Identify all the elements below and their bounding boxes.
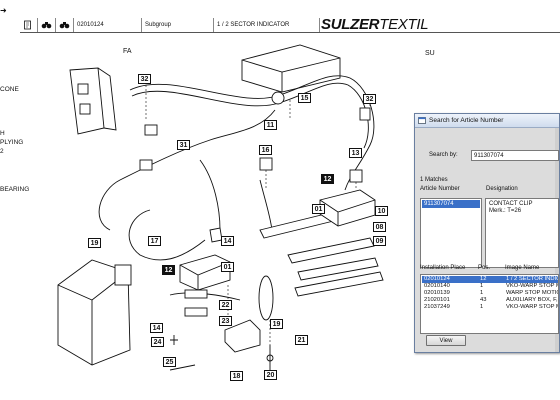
toolbar-icon-cell-2[interactable] <box>38 18 56 32</box>
article-number-list[interactable]: 911307074 <box>420 198 482 268</box>
callout-01-top[interactable]: 01 <box>312 204 325 214</box>
callout-13[interactable]: 13 <box>349 148 362 158</box>
search-by-label: Search by: <box>429 152 458 158</box>
dialog-title: Search for Article Number <box>429 117 504 124</box>
row-place: 21037249 <box>424 304 450 310</box>
region-label-fa: FA <box>123 48 132 55</box>
callout-24[interactable]: 24 <box>151 337 164 347</box>
doc-number: 02010124 <box>74 18 142 32</box>
region-label-su: SU <box>425 50 435 57</box>
row-place: 02010140 <box>424 283 450 289</box>
callout-32-left[interactable]: 32 <box>138 74 151 84</box>
brand-logo: SULZERTEXTIL <box>321 16 429 33</box>
row-place: 21020101 <box>424 297 450 303</box>
callout-08[interactable]: 08 <box>373 222 386 232</box>
callout-14-center[interactable]: 14 <box>221 236 234 246</box>
toolbar-icon-cell-3[interactable] <box>56 18 74 32</box>
row-pos: 1 <box>480 290 484 296</box>
callout-19-left[interactable]: 19 <box>88 238 101 248</box>
callout-14-bottom[interactable]: 14 <box>150 323 163 333</box>
matches-count: 1 Matches <box>420 177 448 183</box>
left-item-2[interactable]: PLYING <box>0 139 24 146</box>
left-item-3[interactable]: 2 <box>0 148 4 155</box>
callout-15[interactable]: 15 <box>298 93 311 103</box>
callout-25[interactable]: 25 <box>163 357 176 367</box>
image-name-header: Image Name <box>505 265 540 271</box>
callout-12-top[interactable]: 12 <box>321 174 334 184</box>
brand-bold: SULZER <box>321 16 380 33</box>
search-input[interactable]: 911307074 <box>471 150 559 161</box>
article-list-item[interactable]: 911307074 <box>422 200 480 208</box>
installation-place-header: Installation Place <box>420 265 466 271</box>
subgroup-label: Subgroup <box>142 18 214 32</box>
callout-16[interactable]: 16 <box>259 145 272 155</box>
page-icon <box>24 20 31 30</box>
left-item-0[interactable]: CONE <box>0 86 19 93</box>
callout-17[interactable]: 17 <box>148 236 161 246</box>
callout-31[interactable]: 31 <box>177 140 190 150</box>
callout-32-right[interactable]: 32 <box>363 94 376 104</box>
page-indicator: 1 / 2 SECTOR INDICATOR <box>214 18 320 32</box>
diagram-drawing <box>57 44 384 371</box>
row-image: WARP STOP MOTIO <box>506 290 558 296</box>
designation-header: Designation <box>486 186 518 192</box>
callout-20[interactable]: 20 <box>264 370 277 380</box>
callout-18[interactable]: 18 <box>230 371 243 381</box>
left-sidebar-strip: ➜ CONE H PLYING 2 BEARING <box>0 0 29 400</box>
callout-12-center[interactable]: 12 <box>162 265 175 275</box>
search-article-dialog: Search for Article Number Search by: 911… <box>414 113 560 353</box>
window-icon <box>418 117 426 124</box>
article-number-header: Article Number <box>420 186 460 192</box>
top-toolbar: 02010124 Subgroup 1 / 2 SECTOR INDICATOR <box>20 18 560 33</box>
callout-01-center[interactable]: 01 <box>221 262 234 272</box>
row-image: VKO-WARP STOP M <box>506 304 558 310</box>
table-row[interactable]: 21020101 43 AUXILIARY BOX, F, V <box>422 297 558 304</box>
row-image: AUXILIARY BOX, F, V <box>506 297 558 303</box>
brand-thin: TEXTIL <box>379 16 429 33</box>
row-pos: 12 <box>480 276 487 282</box>
binoculars-icon <box>41 22 52 29</box>
table-row[interactable]: 21037249 1 VKO-WARP STOP M <box>422 304 558 311</box>
row-place: 02010124 <box>424 276 450 282</box>
view-button[interactable]: View <box>426 335 466 346</box>
callout-21[interactable]: 21 <box>295 335 308 345</box>
toolbar-icon-cell-1[interactable] <box>20 18 38 32</box>
table-row[interactable]: 02010124 12 1 / 2 SECTOR INDICA <box>422 276 558 283</box>
callout-23[interactable]: 23 <box>219 316 232 326</box>
row-image: VKO-WARP STOP M <box>506 283 558 289</box>
designation-line-1: CONTACT CLIP <box>489 201 533 207</box>
callout-22[interactable]: 22 <box>219 300 232 310</box>
dialog-titlebar[interactable]: Search for Article Number <box>415 114 559 128</box>
binoculars-next-icon <box>59 22 70 29</box>
left-cursor-mark: ➜ <box>0 6 7 15</box>
row-place: 02010139 <box>424 290 450 296</box>
designation-box: CONTACT CLIP Merk.: T=26 <box>485 198 559 268</box>
callout-19-center[interactable]: 19 <box>270 319 283 329</box>
row-pos: 1 <box>480 283 484 289</box>
row-pos: 1 <box>480 304 484 310</box>
pos-header: Pos. <box>478 265 491 271</box>
row-image: 1 / 2 SECTOR INDICA <box>506 276 558 282</box>
table-row[interactable]: 02010140 1 VKO-WARP STOP M <box>422 283 558 290</box>
row-pos: 43 <box>480 297 487 303</box>
left-item-1[interactable]: H <box>0 130 5 137</box>
callout-11[interactable]: 11 <box>264 120 277 130</box>
installation-table[interactable]: 02010124 12 1 / 2 SECTOR INDICA 02010140… <box>420 274 559 334</box>
callout-09[interactable]: 09 <box>373 236 386 246</box>
exploded-parts-diagram: FA SU 32 15 32 11 31 16 13 12 01 10 08 0… <box>20 40 560 400</box>
callout-10[interactable]: 10 <box>375 206 388 216</box>
designation-line-2: Merk.: T=26 <box>489 208 522 214</box>
table-row[interactable]: 02010139 1 WARP STOP MOTIO <box>422 290 558 297</box>
left-item-4[interactable]: BEARING <box>0 186 30 193</box>
